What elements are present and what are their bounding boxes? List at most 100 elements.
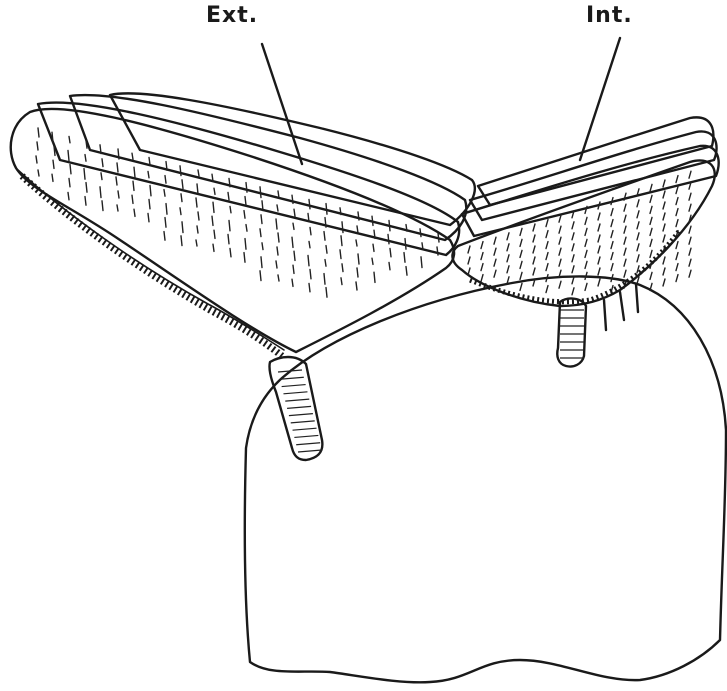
hatch-mark: [165, 176, 166, 184]
hatch-mark: [116, 177, 117, 185]
external-filament-hatching: [36, 128, 439, 297]
hatch-mark: [585, 272, 587, 279]
hatch-mark: [533, 257, 535, 264]
stalk-ring: [298, 450, 322, 452]
hatch-mark: [214, 188, 215, 194]
hatch-mark: [230, 248, 231, 256]
stalk-ring: [293, 428, 317, 430]
hatch-mark: [422, 243, 423, 250]
hatch-mark: [520, 283, 522, 290]
hatch-mark: [611, 209, 613, 216]
hatch-mark: [310, 227, 311, 234]
hatch-mark: [546, 264, 548, 271]
hatch-mark: [520, 272, 522, 279]
hatch-mark: [637, 211, 639, 218]
hatch-mark: [165, 218, 166, 228]
hatch-mark: [166, 162, 167, 171]
hatch-mark: [598, 224, 600, 231]
hatch-mark: [689, 237, 691, 244]
hatch-mark: [637, 244, 639, 251]
hatch-mark: [149, 157, 150, 164]
hatch-mark: [611, 198, 613, 205]
hatch-mark: [611, 242, 613, 249]
hatch-mark: [689, 259, 691, 266]
hatch-mark: [520, 261, 522, 268]
hatch-mark: [102, 159, 103, 167]
hatch-mark: [118, 191, 119, 198]
hatch-mark: [533, 246, 535, 253]
hatch-mark: [246, 183, 247, 193]
hatch-mark: [260, 271, 261, 281]
hatch-mark: [520, 239, 522, 246]
hatch-mark: [196, 198, 197, 207]
hatch-mark: [325, 260, 326, 267]
hatch-mark: [650, 228, 652, 235]
hatch-mark: [198, 170, 199, 176]
hatch-mark: [494, 270, 496, 277]
hatch-mark: [246, 225, 247, 232]
hatch-mark: [197, 184, 198, 194]
hatch-mark: [260, 187, 261, 198]
hatch-mark: [309, 241, 310, 247]
hatch-mark: [405, 239, 406, 250]
hatch-mark: [624, 259, 626, 266]
hatch-mark: [598, 279, 600, 286]
hatch-mark: [212, 216, 213, 225]
hatch-mark: [261, 257, 262, 268]
hatch-mark: [585, 239, 587, 246]
hatch-mark: [245, 239, 246, 250]
hatch-mark: [676, 242, 678, 249]
hatch-mark: [292, 195, 293, 203]
hatch-mark: [229, 178, 230, 186]
hatch-mark: [650, 250, 652, 257]
hatch-mark: [624, 204, 626, 211]
hatch-mark: [308, 255, 309, 265]
hatch-mark: [546, 220, 548, 227]
hatch-mark: [118, 149, 119, 159]
hatch-mark: [438, 233, 439, 242]
hatch-mark: [389, 262, 390, 269]
hatch-mark: [278, 275, 279, 281]
hatch-mark: [624, 215, 626, 222]
hatch-mark: [494, 248, 496, 255]
hatch-mark: [309, 283, 310, 291]
hatch-mark: [86, 141, 87, 149]
hatch-mark: [572, 277, 574, 284]
hatch-mark: [310, 269, 311, 278]
hatch-mark: [358, 212, 359, 220]
hatch-mark: [102, 201, 103, 211]
hatch-mark: [180, 166, 181, 176]
hatch-mark: [70, 164, 71, 173]
hatch-mark: [598, 268, 600, 275]
hatch-mark: [341, 278, 342, 285]
hatch-mark: [676, 198, 678, 205]
hatch-mark: [650, 184, 652, 191]
hatch-mark: [559, 248, 561, 255]
hatch-mark: [637, 233, 639, 240]
hatch-mark: [37, 142, 38, 150]
hatch-mark: [481, 242, 483, 249]
hatch-mark: [262, 201, 263, 211]
hatch-mark: [689, 248, 691, 255]
hatch-mark: [520, 228, 522, 235]
hatch-mark: [689, 226, 691, 233]
hatch-mark: [86, 183, 87, 193]
hatch-mark: [278, 191, 279, 198]
hatch-mark: [164, 232, 165, 241]
hatch-mark: [198, 212, 199, 220]
hatch-mark: [468, 246, 470, 253]
hatch-mark: [572, 255, 574, 262]
hatch-mark: [624, 226, 626, 233]
hatch-mark: [166, 204, 167, 215]
hatch-mark: [650, 195, 652, 202]
hatch-mark: [261, 215, 262, 224]
hatch-mark: [230, 206, 231, 212]
hatch-mark: [507, 233, 509, 240]
hatch-mark: [676, 264, 678, 271]
hatch-mark: [341, 236, 342, 246]
hatch-mark: [481, 253, 483, 260]
hatch-mark: [373, 244, 374, 251]
hatch-mark: [213, 244, 214, 251]
hatch-mark: [390, 248, 391, 256]
